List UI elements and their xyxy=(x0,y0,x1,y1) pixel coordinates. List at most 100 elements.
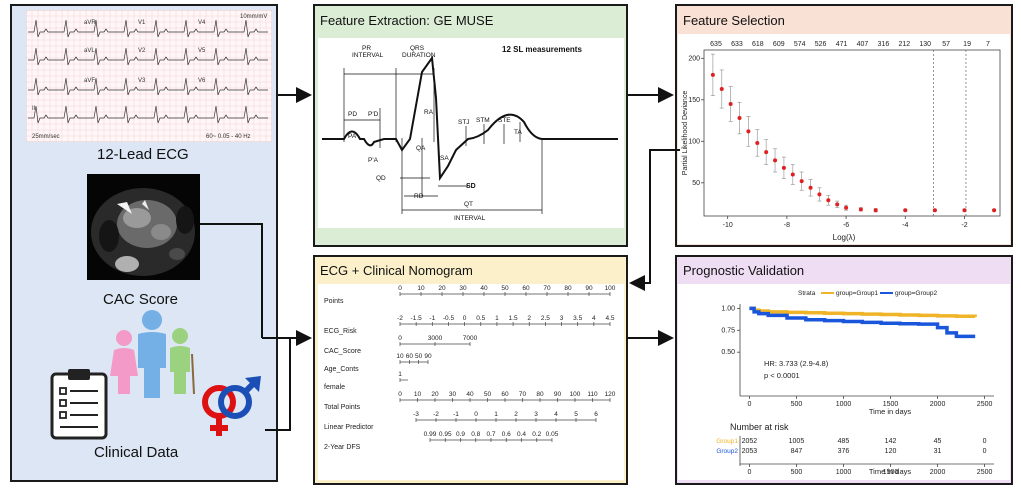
nomogram-tick-label: 0.4 xyxy=(517,431,526,438)
lasso-x-tick: -10 xyxy=(723,222,733,229)
km-y-tick: 1.00 xyxy=(721,305,735,312)
lasso-y-tick: 200 xyxy=(688,55,700,62)
lasso-point xyxy=(790,172,795,177)
km-risk-cell: 0 xyxy=(983,448,987,455)
feature-selection-title: Feature Selection xyxy=(683,13,785,28)
nomogram-tick-label: 3 xyxy=(534,411,538,418)
km-risk-x-tick: 1000 xyxy=(836,469,852,476)
lasso-top-tick: 19 xyxy=(963,41,971,48)
nomogram-tick-label: 3.5 xyxy=(573,315,582,322)
ecg-trace-2 xyxy=(28,47,268,66)
nomogram-tick-label: -2 xyxy=(433,411,439,418)
lasso-x-tick: -4 xyxy=(902,222,908,229)
km-risk-cell: 45 xyxy=(934,438,942,445)
lasso-xlabel: Log(λ) xyxy=(833,233,856,242)
nomogram-tick-label: 0.6 xyxy=(502,431,511,438)
people-icon xyxy=(110,310,195,398)
km-curve-group1 xyxy=(749,306,977,319)
lasso-point xyxy=(826,198,831,203)
lasso-point xyxy=(835,202,840,207)
lasso-top-tick: 130 xyxy=(919,41,931,48)
km-risk-cell: 2052 xyxy=(742,438,758,445)
lasso-top-tick: 609 xyxy=(773,41,785,48)
nomogram-tick-label: 90 xyxy=(585,285,593,292)
ecg-trace-3 xyxy=(28,77,268,96)
nomogram-row-label: Age_Conts xyxy=(324,366,359,373)
arrow-selection-to-nomogram xyxy=(629,149,680,291)
ecg-footer-left: 25mm/sec xyxy=(32,134,60,140)
km-risk-row-label: Group2 xyxy=(716,448,738,455)
lasso-point xyxy=(858,207,863,212)
nomogram-tick-label: 0 xyxy=(398,335,402,342)
nomogram-tick-label: 4 xyxy=(554,411,558,418)
lasso-ylabel: Partial Likelihood Deviance xyxy=(682,91,689,176)
lasso-y-tick: 100 xyxy=(688,138,700,145)
lasso-point xyxy=(817,192,822,197)
km-risk-cell: 847 xyxy=(791,448,803,455)
nomogram-tick-label: -2 xyxy=(397,315,403,322)
km-risk-cell: 2053 xyxy=(742,448,758,455)
lasso-point xyxy=(932,208,937,213)
km-hr-text: HR: 3.733 (2.9-4.8) xyxy=(764,359,829,368)
ecg-trace-4 xyxy=(28,105,268,124)
nomogram-tick-label: 0.9 xyxy=(456,431,465,438)
ecg-header: 10mm/mV xyxy=(240,14,267,20)
nomogram-tick-label: 50 xyxy=(415,353,423,360)
pa-label: PA xyxy=(348,133,357,140)
nomogram-tick-label: 20 xyxy=(431,391,439,398)
nomogram-row-label: ECG_Risk xyxy=(324,328,357,335)
lasso-point xyxy=(962,208,967,213)
km-legend-title: Strata xyxy=(798,290,816,297)
nomogram-tick-label: 0 xyxy=(398,285,402,292)
prognostic-validation-title: Prognostic Validation xyxy=(683,263,805,278)
nomogram-tick-label: -1 xyxy=(453,411,459,418)
nomogram-row-label: CAC_Score xyxy=(324,348,361,355)
km-risk-cell: 1005 xyxy=(789,438,805,445)
nomogram-tick-label: 40 xyxy=(480,285,488,292)
nomogram-tick-label: 5 xyxy=(574,411,578,418)
ta-label: TA xyxy=(514,129,522,136)
lasso-top-tick: 574 xyxy=(794,41,806,48)
km-xlabel: Time in days xyxy=(869,407,911,416)
lasso-point xyxy=(737,116,742,121)
lasso-top-tick: 7 xyxy=(986,41,990,48)
lasso-x-tick: -2 xyxy=(961,222,967,229)
nomogram-tick-label: 30 xyxy=(459,285,467,292)
qa-label: QA xyxy=(416,145,426,152)
nomogram-tick-label: 1 xyxy=(495,315,499,322)
nomogram-tick-label: 80 xyxy=(564,285,572,292)
ecg-image: 10mm/mV 25mm/sec 60~ 0.05 - 40 Hz aVR V1… xyxy=(26,10,272,142)
arrow-cac-to-nomogram xyxy=(200,223,263,338)
km-y-tick: 0.75 xyxy=(721,327,735,334)
lasso-point xyxy=(799,179,804,184)
ppd-label: P'D xyxy=(368,111,379,118)
nomogram-tick-label: 110 xyxy=(587,391,598,398)
ecg-footer-right: 60~ 0.05 - 40 Hz xyxy=(206,134,251,140)
nomogram-tick-label: 1 xyxy=(494,411,498,418)
nomogram-tick-label: 100 xyxy=(570,391,581,398)
lasso-point xyxy=(764,150,769,155)
cac-score-label: CAC Score xyxy=(103,291,179,308)
nomogram-tick-label: 70 xyxy=(519,391,527,398)
km-risk-cell: 0 xyxy=(983,438,987,445)
nomogram-tick-label: 7000 xyxy=(463,335,478,342)
nomogram-tick-label: 20 xyxy=(438,285,446,292)
lasso-point xyxy=(755,140,760,145)
nomogram-tick-label: 90 xyxy=(554,391,562,398)
nomogram-tick-label: 6 xyxy=(594,411,598,418)
lasso-point xyxy=(746,129,751,134)
ecg-lead-avr: aVR xyxy=(84,20,96,26)
km-y-tick: 0.50 xyxy=(721,349,735,356)
rd-label: RD xyxy=(414,193,424,200)
lasso-top-tick: 57 xyxy=(942,41,950,48)
ecg-label: 12-Lead ECG xyxy=(97,146,189,163)
nomogram-tick-label: 0 xyxy=(398,391,402,398)
nomogram-tick-label: 0.5 xyxy=(476,315,485,322)
nomogram-tick-label: 0.95 xyxy=(439,431,452,438)
nomogram-tick-label: 1 xyxy=(398,371,402,378)
ecg-lead-v4: V4 xyxy=(198,20,206,26)
nomogram-row-label: Linear Predictor xyxy=(324,424,374,431)
